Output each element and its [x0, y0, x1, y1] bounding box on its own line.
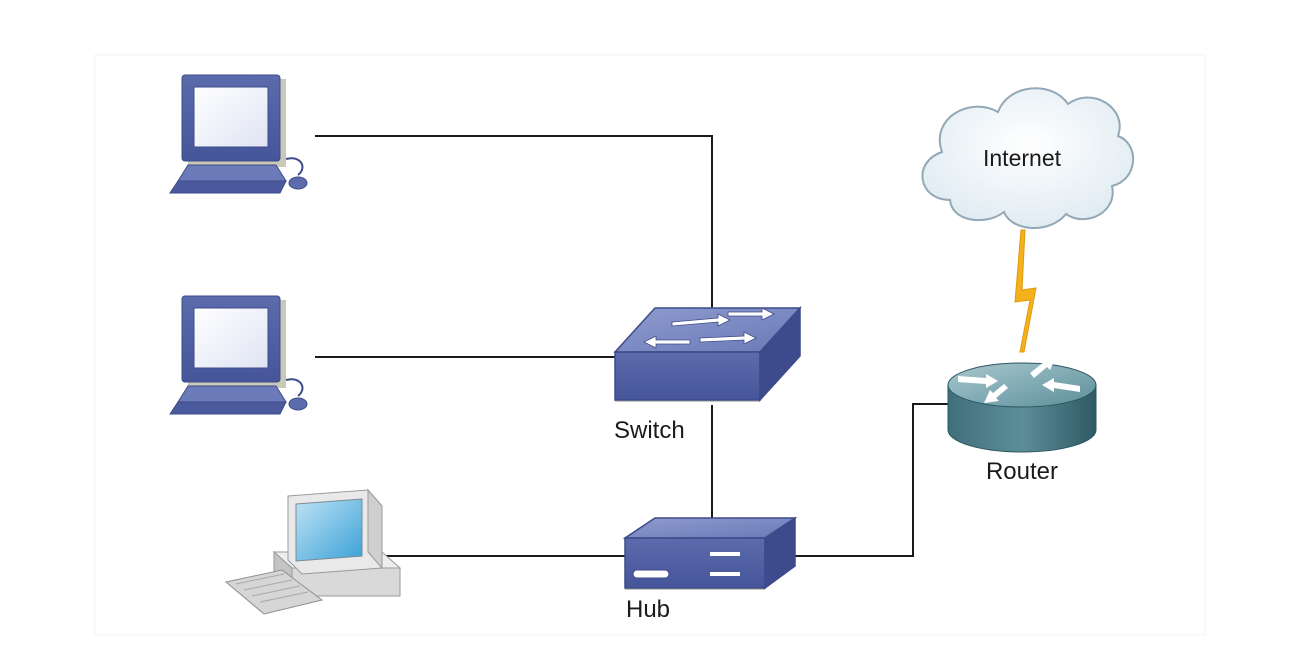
switch-icon [613, 306, 802, 402]
link-pc1-switch [315, 135, 713, 310]
cloud-icon [921, 87, 1134, 229]
desktop-computer-icon [224, 488, 402, 615]
hub-label: Hub [626, 596, 670, 623]
links [315, 135, 948, 557]
router-icon [947, 357, 1097, 453]
hub-icon [622, 516, 798, 590]
computer-icon [169, 295, 308, 415]
internet-label: Internet [983, 145, 1062, 171]
router-label: Router [986, 458, 1058, 485]
link-hub-router [795, 403, 948, 557]
wan-lightning-icon [1014, 229, 1037, 353]
switch-label: Switch [614, 417, 685, 444]
computer-icon [169, 74, 308, 194]
